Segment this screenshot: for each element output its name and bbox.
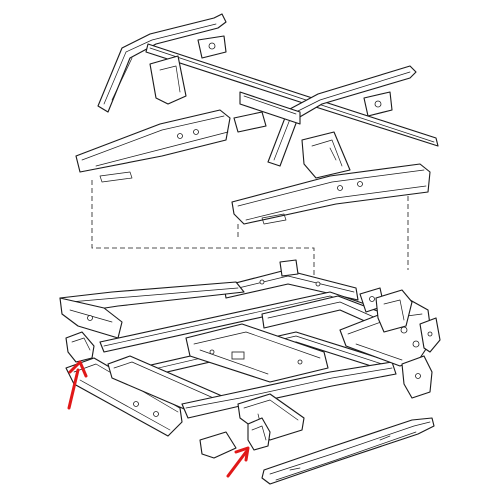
lower-chassis-frame-assembly [59, 259, 441, 485]
upper-spring-mount-right [301, 131, 351, 179]
upper-rear-frame-assembly [97, 13, 439, 179]
upper-spring-mount-left [149, 55, 187, 105]
rear-left-frame-rail-part [75, 109, 267, 183]
exploded-view-leader-lines [91, 180, 409, 276]
rear-crossmember-bracket [279, 259, 299, 277]
red-arrow-bottom [226, 446, 250, 478]
right-body-mount [375, 289, 413, 333]
rear-right-frame-rail-part [231, 163, 431, 225]
red-arrow-left [67, 360, 88, 410]
front-left-mount-bracket [65, 331, 95, 363]
highlight-arrows [67, 360, 250, 478]
lower-arrowed-bracket [247, 417, 271, 451]
center-crossmember [185, 323, 329, 383]
lower-mount-bracket [199, 431, 237, 459]
upper-left-kick-rail [97, 13, 227, 113]
bottom-rocker-panel [261, 417, 435, 485]
